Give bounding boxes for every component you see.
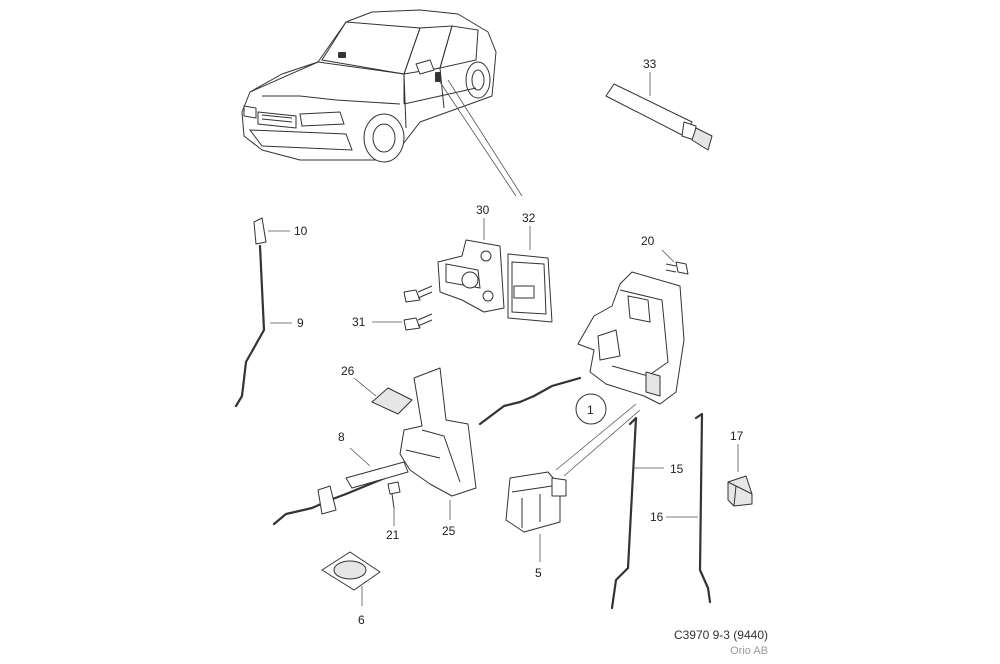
pad-26-illustration <box>371 387 413 415</box>
seal-6-illustration <box>321 551 381 591</box>
callout-26: 26 <box>341 364 355 378</box>
callout-labels: 33 10 9 30 32 31 20 1 26 8 21 25 6 5 15 … <box>294 57 744 627</box>
leader-20 <box>661 249 675 263</box>
callout-20: 20 <box>641 234 655 248</box>
clip-17-illustration <box>727 475 753 507</box>
screw-20-illustration <box>665 261 689 275</box>
leader-8 <box>349 447 371 467</box>
callout-31: 31 <box>352 315 366 329</box>
lock-leader-lines <box>555 403 641 477</box>
lock-5-illustration <box>505 471 567 533</box>
callout-10: 10 <box>294 224 308 238</box>
diagram-code: C3970 9-3 (9440) <box>673 628 768 642</box>
grease-tube-illustration <box>605 83 713 151</box>
callout-15: 15 <box>670 462 684 476</box>
rod-16-illustration <box>694 412 712 604</box>
rod-15-illustration <box>610 416 638 610</box>
callout-9: 9 <box>297 316 304 330</box>
callout-17: 17 <box>730 429 744 443</box>
car-illustration <box>241 9 497 163</box>
car-leader-lines <box>439 79 523 197</box>
callout-25: 25 <box>442 524 456 538</box>
leader-26 <box>353 377 377 397</box>
striker-assembly-illustration <box>403 239 553 331</box>
callout-circle-1 <box>575 393 607 425</box>
callout-6: 6 <box>358 613 365 627</box>
callout-1: 1 <box>587 403 594 417</box>
cover-25-illustration <box>399 367 477 497</box>
lock-knob-rod-illustration <box>234 217 267 408</box>
cable-8-illustration <box>272 461 409 526</box>
callout-32: 32 <box>522 211 536 225</box>
callout-30: 30 <box>476 203 490 217</box>
callout-16: 16 <box>650 510 664 524</box>
copyright-label: Orio AB <box>730 645 768 657</box>
door-lock-illustration <box>478 271 685 426</box>
callout-21: 21 <box>386 528 400 542</box>
screw-21-illustration <box>387 481 401 509</box>
callout-33: 33 <box>643 57 657 71</box>
callout-8: 8 <box>338 430 345 444</box>
callout-5: 5 <box>535 566 542 580</box>
